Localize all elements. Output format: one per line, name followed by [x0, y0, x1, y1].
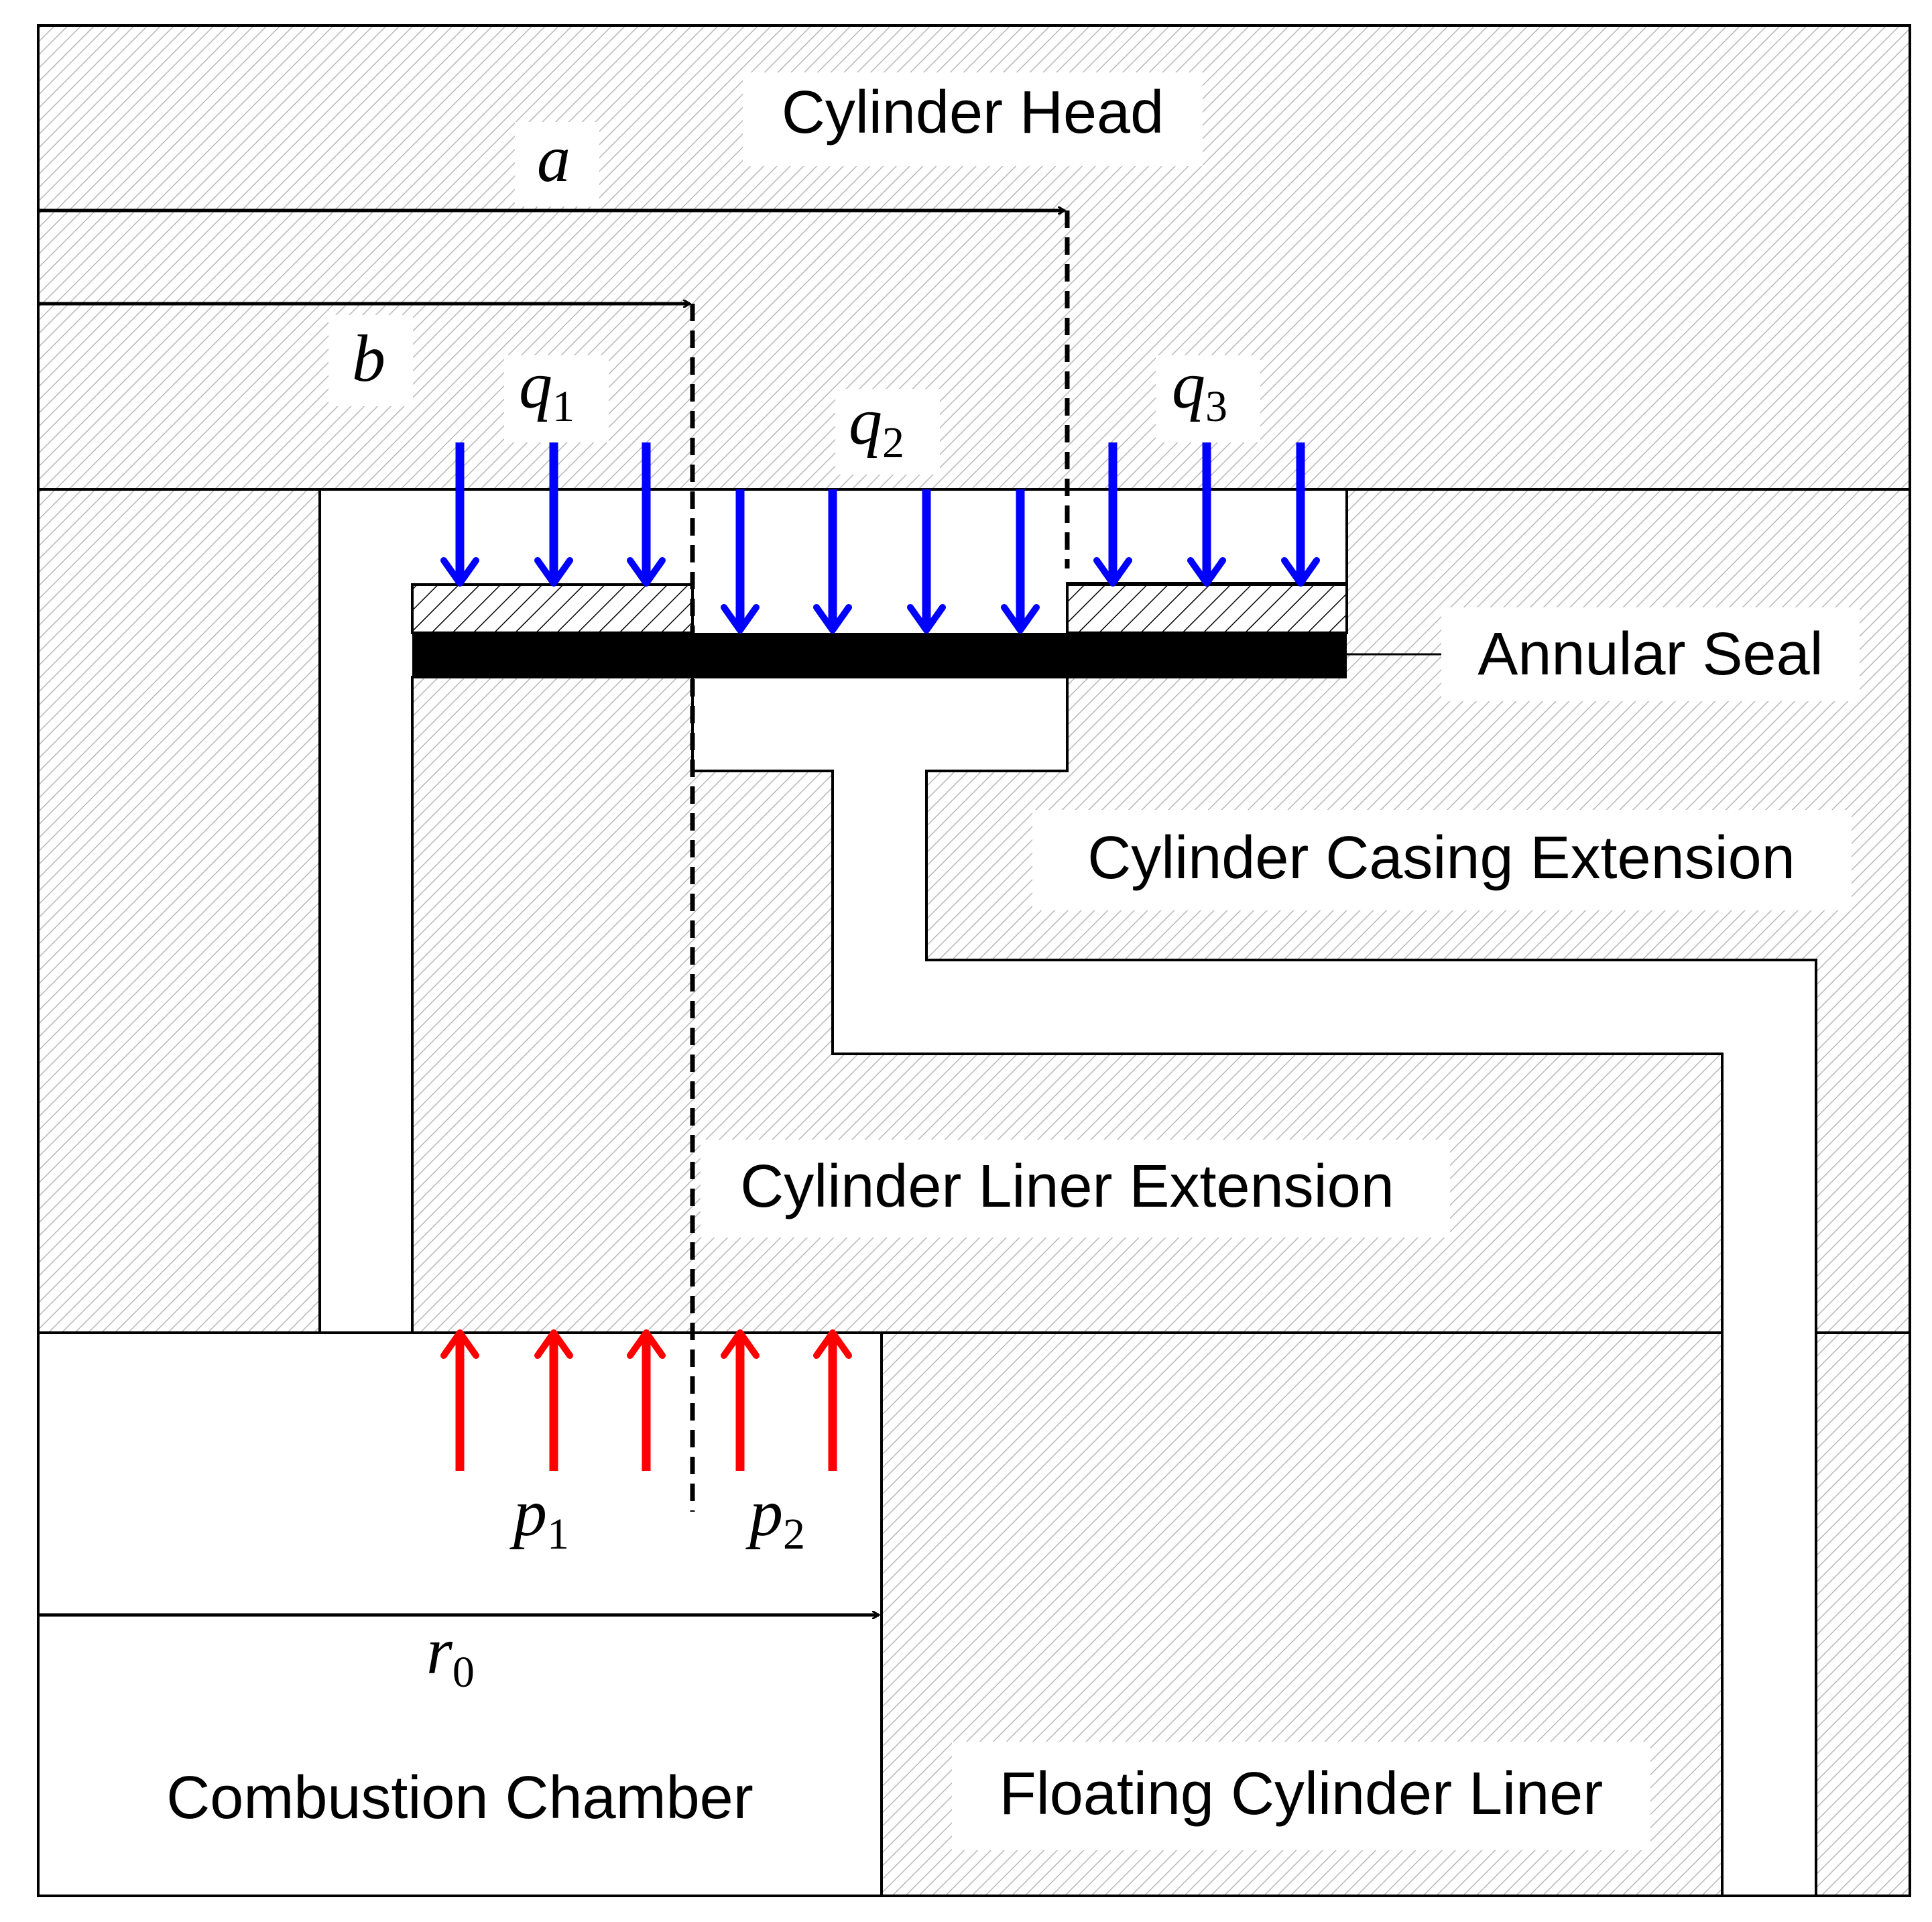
q1-load-arrow	[627, 442, 666, 587]
p2-pressure-arrow	[813, 1329, 852, 1471]
outer-frame	[37, 24, 1911, 1897]
symbol-q3: q3	[1172, 348, 1227, 431]
q3-load-arrow	[1281, 442, 1320, 587]
cylinder-head-label: Cylinder Head	[782, 79, 1164, 146]
cylinder-liner-extension-label: Cylinder Liner Extension	[740, 1153, 1394, 1220]
q-load-arrows	[440, 442, 1320, 634]
q1-load-arrow	[440, 442, 479, 587]
q2-load-arrow	[721, 489, 760, 634]
left-casing-region	[37, 488, 321, 1334]
q3-load-arrow	[1187, 442, 1226, 587]
q2-load-arrow	[1001, 489, 1040, 634]
p1-pressure-arrow	[534, 1329, 573, 1471]
annular-seal-label: Annular Seal	[1477, 621, 1823, 688]
right-casing-lower-region	[1815, 1331, 1911, 1897]
symbol-b: b	[352, 321, 385, 396]
p-pressure-arrows	[440, 1329, 852, 1471]
cylinder-casing-extension-label: Cylinder Casing Extension	[1087, 825, 1795, 892]
q3-load-arrow	[1093, 442, 1132, 587]
gap-channel-outline-outer	[925, 583, 1817, 1896]
annular-seal	[412, 633, 1347, 678]
p1-pressure-arrow	[627, 1329, 666, 1471]
seal-seat-right	[1066, 583, 1348, 634]
p1-pressure-arrow	[440, 1329, 479, 1471]
combustion-chamber-label: Combustion Chamber	[166, 1764, 753, 1831]
symbol-q2: q2	[849, 384, 904, 467]
symbol-a: a	[537, 121, 570, 196]
q2-load-arrow	[907, 489, 946, 634]
seal-seat-left	[411, 583, 694, 634]
q2-load-arrow	[813, 489, 852, 634]
symbol-r0: r0	[426, 1614, 475, 1697]
symbol-p2: p2	[745, 1476, 805, 1559]
p2-pressure-arrow	[721, 1329, 760, 1471]
symbol-q1: q1	[519, 348, 575, 431]
gap-channel-outline	[691, 677, 1724, 1896]
floating-cylinder-liner-label: Floating Cylinder Liner	[1000, 1760, 1603, 1827]
q1-load-arrow	[534, 442, 573, 587]
symbol-p1: p1	[509, 1476, 569, 1559]
